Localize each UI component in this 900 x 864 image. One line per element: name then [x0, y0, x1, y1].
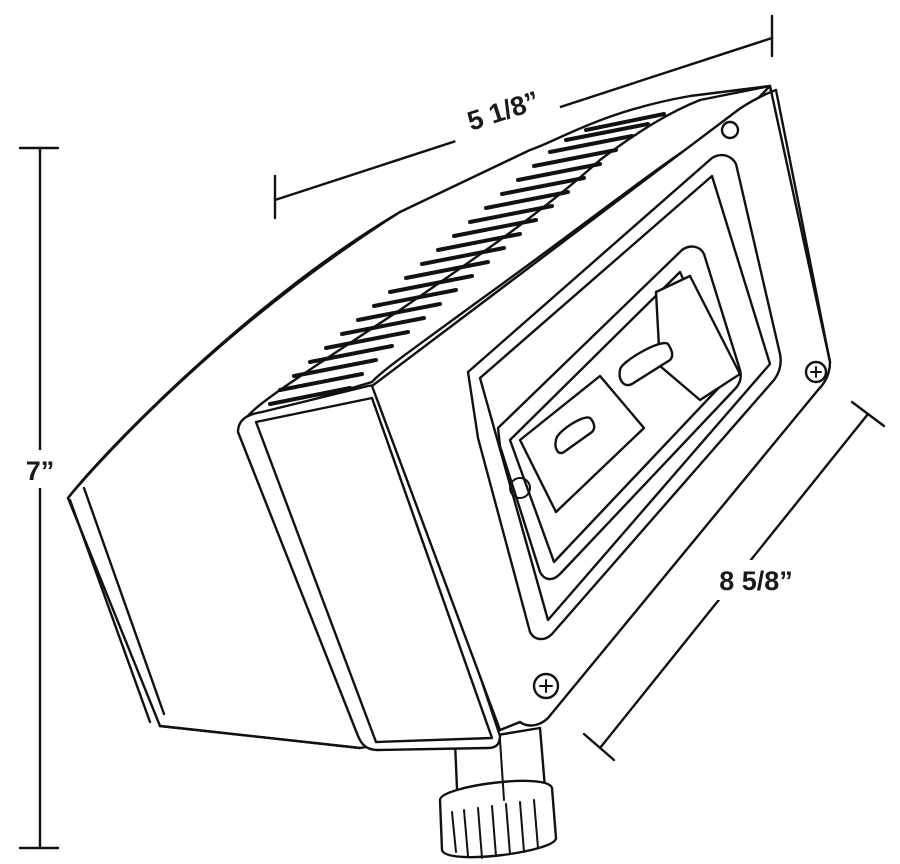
screw-bottom [532, 672, 560, 700]
screw-right [804, 360, 828, 384]
height-dimension-label: 7” [26, 456, 55, 486]
width-label-mask [444, 73, 561, 145]
led-module-lower [509, 374, 646, 514]
screw-top [720, 120, 740, 140]
cooling-vents [268, 112, 666, 406]
height-label-mask [14, 450, 68, 488]
depth-label-mask [704, 560, 808, 600]
depth-dimension-label: 8 5/8” [719, 566, 793, 596]
height-dimension-line [18, 146, 60, 850]
led-module-upper [618, 274, 742, 402]
housing-side-panel [236, 384, 502, 752]
outline-reinforcement [66, 84, 832, 750]
